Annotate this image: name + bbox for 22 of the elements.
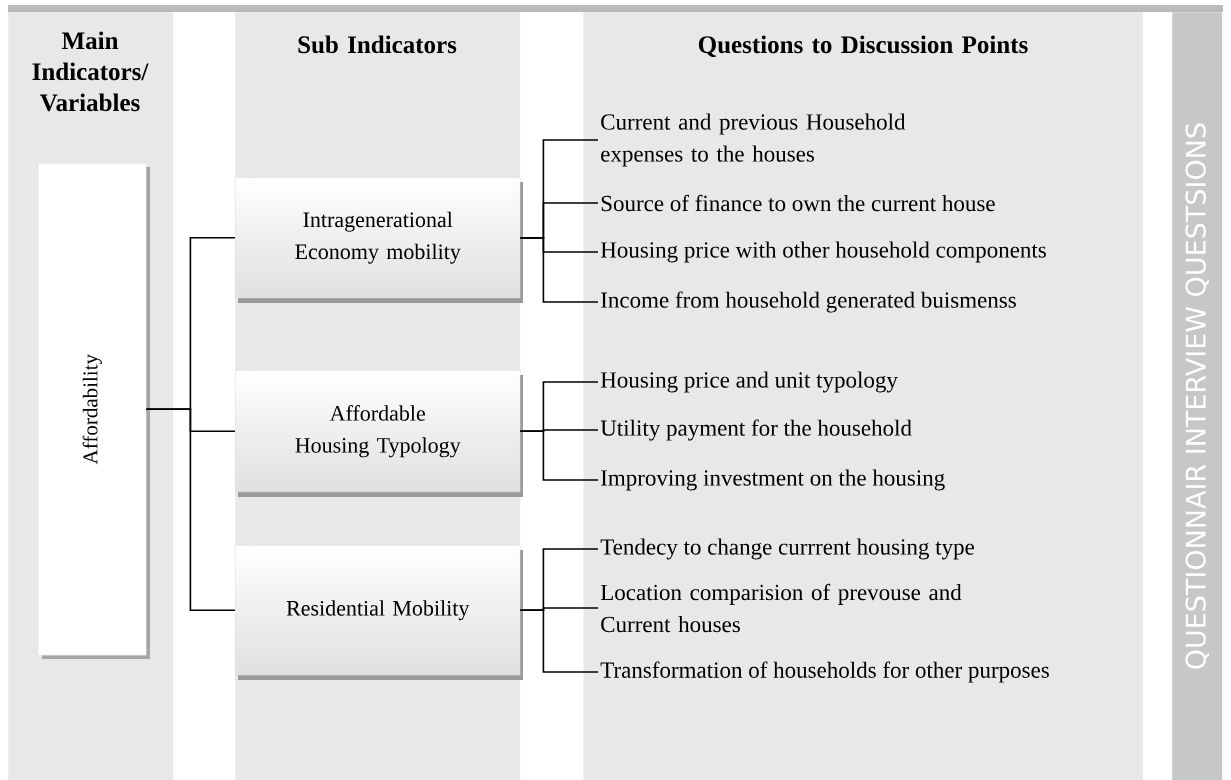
connector-line <box>145 408 236 611</box>
question-text: Improving investment on the housing <box>601 469 945 491</box>
indicator-box: Residential Mobility <box>235 545 521 676</box>
column-heading: Main Indicators/ Variables <box>32 31 149 112</box>
connector-line <box>519 609 599 673</box>
side-band: QUESTIONNAIR INTERVIEW QUESTSIONS <box>1172 12 1223 780</box>
question-text: Tendecy to change currrent housing type <box>600 538 974 560</box>
indicator-box: Intragenerational Economy mobility <box>235 177 521 299</box>
indicator-box: Affordability <box>38 163 147 656</box>
question-text: Housing price and unit typology <box>600 371 898 393</box>
question-text: Income from household generated buismenss <box>601 291 1016 313</box>
question-text: Source of finance to own the current house <box>601 194 995 212</box>
question-text: Current and previous Household expenses to the houses <box>601 113 906 167</box>
connector-line <box>519 236 599 303</box>
column-heading: Questions to Discussion Points <box>698 35 1028 57</box>
column-heading: Sub Indicators <box>298 35 457 54</box>
question-text: Transformation of households for other purposes <box>600 661 1049 683</box>
question-text: Utility payment for the household <box>600 419 912 441</box>
indicator-box: Affordable Housing Typology <box>235 370 521 493</box>
question-text: Location comparision of prevouse and Current houses <box>600 583 962 633</box>
question-text: Housing price with other household components <box>600 241 1046 263</box>
connector-line <box>519 430 599 481</box>
